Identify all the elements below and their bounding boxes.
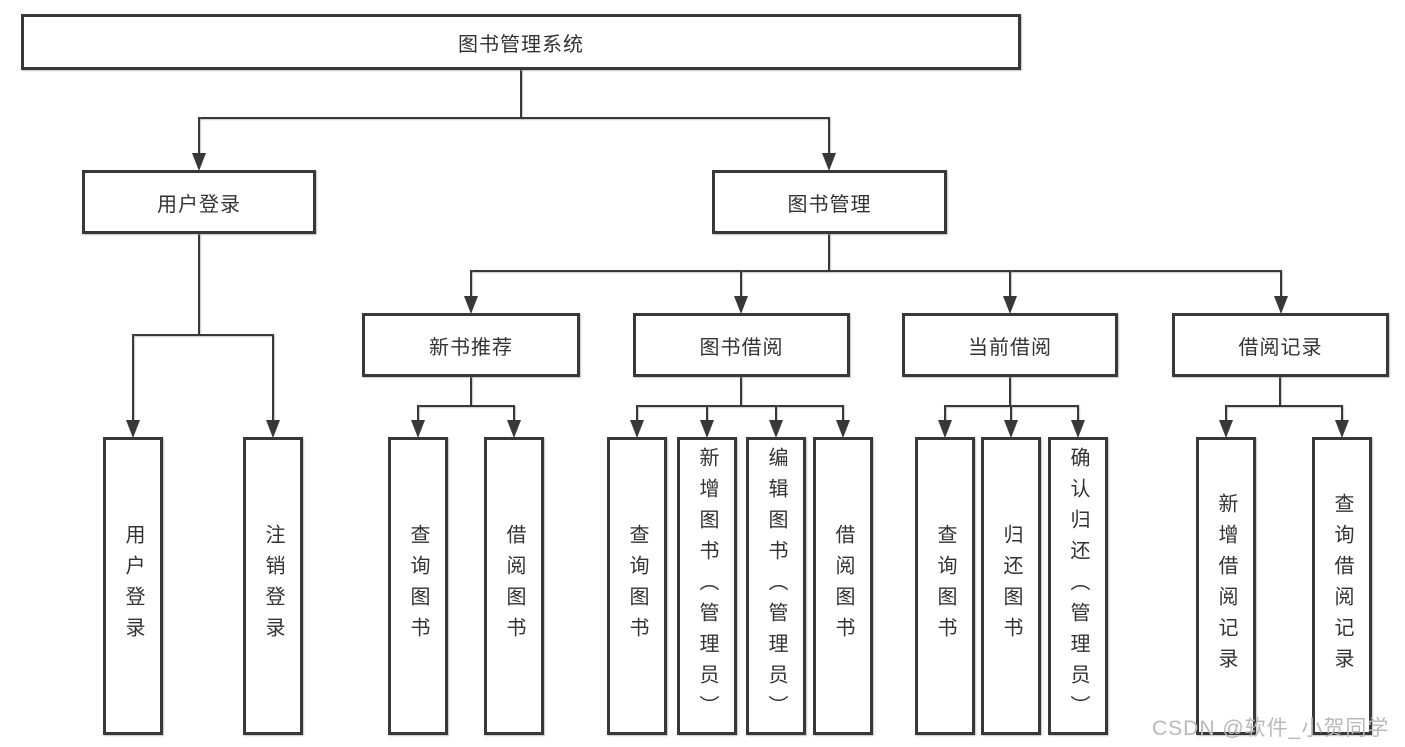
arrow-down-icon xyxy=(700,420,714,438)
leaf-return-books: 归还图书 xyxy=(981,437,1041,735)
leaf-logout: 注销登录 xyxy=(243,437,303,735)
arrow-down-icon xyxy=(1335,420,1349,438)
arrow-down-icon xyxy=(192,153,206,171)
connector-line xyxy=(636,406,638,422)
connector-line xyxy=(470,271,472,299)
connector-line xyxy=(470,376,472,406)
leaf-label: 查询借阅记录 xyxy=(1331,493,1353,679)
leaf-add-books-admin: 新增图书（管理员） xyxy=(677,437,737,735)
connector-line xyxy=(944,406,946,422)
connector-line xyxy=(513,406,515,422)
leaf-label: 借阅图书 xyxy=(503,524,525,648)
arrow-down-icon xyxy=(836,420,850,438)
leaf-label: 新增图书（管理员） xyxy=(696,446,718,726)
connector-line xyxy=(198,118,200,156)
node-label: 图书借阅 xyxy=(699,336,784,359)
connector-line xyxy=(1279,376,1281,406)
node-label: 用户登录 xyxy=(157,193,241,216)
leaf-borrow-books-recommend: 借阅图书 xyxy=(484,437,544,735)
node-label: 图书管理系统 xyxy=(458,33,584,56)
connector-line xyxy=(828,233,830,272)
leaf-label: 归还图书 xyxy=(1000,524,1022,648)
arrow-down-icon xyxy=(734,296,748,314)
connector-line xyxy=(775,406,777,422)
connector-line xyxy=(740,271,742,299)
node-new-book-recommend: 新书推荐 xyxy=(362,313,580,377)
connector-line xyxy=(470,270,1282,272)
connector-line xyxy=(198,117,830,119)
connector-line xyxy=(520,69,522,119)
connector-line xyxy=(1009,376,1011,406)
connector-line xyxy=(272,335,274,423)
connector-line xyxy=(740,376,742,406)
connector-line xyxy=(198,233,200,336)
leaf-label: 编辑图书（管理员） xyxy=(765,446,787,726)
arrow-down-icon xyxy=(507,420,521,438)
arrow-down-icon xyxy=(126,420,140,438)
arrow-down-icon xyxy=(266,420,280,438)
node-label: 借阅记录 xyxy=(1238,336,1323,359)
leaf-label: 查询图书 xyxy=(934,524,956,648)
arrow-down-icon xyxy=(411,420,425,438)
arrow-down-icon xyxy=(822,153,836,171)
arrow-down-icon xyxy=(1003,296,1017,314)
leaf-label: 用户登录 xyxy=(122,524,144,648)
node-current-borrowing: 当前借阅 xyxy=(902,313,1118,377)
connector-line xyxy=(132,335,134,423)
arrow-down-icon xyxy=(1274,296,1288,314)
leaf-query-borrow-record: 查询借阅记录 xyxy=(1312,437,1372,735)
node-borrowing-records: 借阅记录 xyxy=(1172,313,1389,377)
leaf-label: 查询图书 xyxy=(407,524,429,648)
connector-line xyxy=(1010,406,1012,422)
leaf-label: 注销登录 xyxy=(262,524,284,648)
leaf-user-login: 用户登录 xyxy=(103,437,163,735)
leaf-query-books-recommend: 查询图书 xyxy=(388,437,448,735)
arrow-down-icon xyxy=(1071,420,1085,438)
node-label: 新书推荐 xyxy=(429,336,513,359)
connector-line xyxy=(132,334,274,336)
connector-line xyxy=(636,405,844,407)
node-book-borrowing: 图书借阅 xyxy=(633,313,850,377)
leaf-query-books-borrowing: 查询图书 xyxy=(607,437,667,735)
arrow-down-icon xyxy=(1219,420,1233,438)
node-user-login: 用户登录 xyxy=(82,170,316,234)
node-book-management: 图书管理 xyxy=(712,170,947,234)
node-label: 图书管理 xyxy=(787,193,872,216)
connector-line xyxy=(828,118,830,156)
connector-line xyxy=(1225,405,1343,407)
arrow-down-icon xyxy=(630,420,644,438)
leaf-query-books-current: 查询图书 xyxy=(915,437,975,735)
leaf-confirm-return-admin: 确认归还（管理员） xyxy=(1048,437,1108,735)
connector-line xyxy=(1077,406,1079,422)
arrow-down-icon xyxy=(1004,420,1018,438)
leaf-add-borrow-record: 新增借阅记录 xyxy=(1196,437,1256,735)
connector-line xyxy=(417,405,515,407)
connector-line xyxy=(1341,406,1343,422)
connector-line xyxy=(1280,271,1282,299)
leaf-edit-books-admin: 编辑图书（管理员） xyxy=(746,437,806,735)
node-book-management-system: 图书管理系统 xyxy=(21,14,1021,70)
connector-line xyxy=(706,406,708,422)
arrow-down-icon xyxy=(464,296,478,314)
node-label: 当前借阅 xyxy=(968,336,1052,359)
leaf-label: 确认归还（管理员） xyxy=(1067,446,1089,726)
arrow-down-icon xyxy=(769,420,783,438)
leaf-label: 借阅图书 xyxy=(832,524,854,648)
csdn-watermark: CSDN @软件_小贺同学 xyxy=(1152,717,1390,740)
connector-line xyxy=(417,406,419,422)
connector-line xyxy=(1225,406,1227,422)
leaf-label: 新增借阅记录 xyxy=(1215,493,1237,679)
connector-line xyxy=(1009,271,1011,299)
leaf-label: 查询图书 xyxy=(626,524,648,648)
leaf-borrow-books-borrowing: 借阅图书 xyxy=(813,437,873,735)
arrow-down-icon xyxy=(938,420,952,438)
connector-line xyxy=(842,406,844,422)
